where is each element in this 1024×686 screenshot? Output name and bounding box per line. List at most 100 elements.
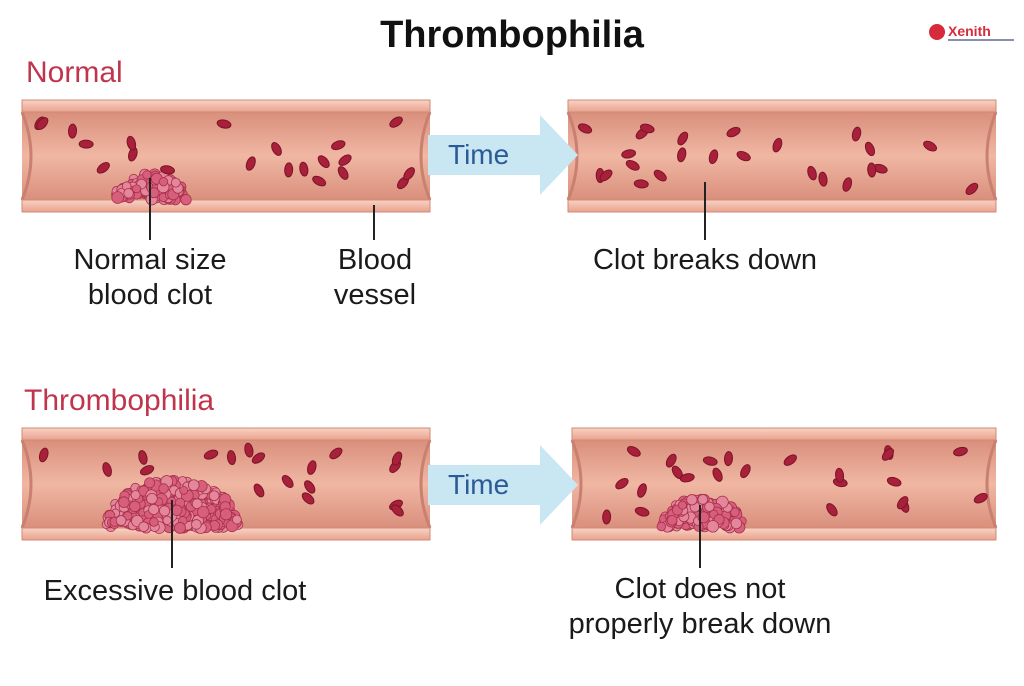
red-blood-cell xyxy=(244,442,254,458)
red-blood-cell xyxy=(301,492,315,505)
red-blood-cell xyxy=(637,483,647,498)
red-blood-cell xyxy=(851,126,862,142)
red-blood-cell xyxy=(835,467,845,483)
red-blood-cell xyxy=(306,460,317,475)
red-blood-cell xyxy=(203,449,219,460)
pointer-lines xyxy=(149,178,706,568)
red-blood-cell xyxy=(634,506,650,517)
red-blood-cell xyxy=(317,155,330,169)
section-heading-normal: Normal xyxy=(26,56,123,89)
red-blood-cell xyxy=(36,117,49,130)
red-blood-cell xyxy=(102,462,112,477)
red-blood-cell xyxy=(403,167,415,181)
red-blood-cell xyxy=(68,123,78,139)
label-blood-vessel: Blood vessel xyxy=(300,243,450,313)
red-blood-cell xyxy=(772,137,783,153)
time-arrow-bottom xyxy=(428,445,578,525)
red-blood-cell xyxy=(923,140,938,152)
red-blood-cell xyxy=(160,165,175,175)
red-blood-cell xyxy=(615,477,629,490)
red-blood-cell xyxy=(338,154,352,166)
red-blood-cell xyxy=(965,182,979,195)
vessel-thrombophilia-before xyxy=(20,427,432,541)
red-blood-cell xyxy=(621,149,637,159)
label-clot-not-break-down: Clot does not properly break down xyxy=(540,572,860,642)
label-line: blood clot xyxy=(87,279,213,311)
red-blood-cell xyxy=(216,119,232,129)
red-blood-cell xyxy=(740,464,751,479)
red-blood-cell xyxy=(653,169,667,182)
vessel-normal-before xyxy=(20,99,432,213)
red-blood-cell xyxy=(577,123,593,134)
section-heading-thrombophilia: Thrombophilia xyxy=(24,384,215,417)
label-line: Clot does not xyxy=(614,573,786,605)
red-blood-cell xyxy=(602,509,612,525)
red-blood-cell xyxy=(665,453,677,468)
red-blood-cell xyxy=(331,140,346,151)
red-blood-cell xyxy=(389,116,403,128)
blood-clot xyxy=(656,493,747,534)
red-blood-cell xyxy=(867,162,877,178)
blood-clot xyxy=(111,168,192,206)
page-title: Thrombophilia xyxy=(380,14,644,56)
red-blood-cell xyxy=(818,171,828,187)
red-blood-cell xyxy=(736,150,751,162)
red-blood-cell xyxy=(138,450,148,465)
red-blood-cell xyxy=(783,454,797,466)
red-blood-cell xyxy=(251,452,266,464)
red-blood-cell xyxy=(329,447,343,460)
label-line: properly break down xyxy=(568,608,832,640)
red-blood-cell xyxy=(842,177,853,192)
red-blood-cell xyxy=(253,483,265,498)
vessel-thrombophilia-after xyxy=(570,427,998,541)
vessel-normal-after xyxy=(566,99,998,213)
label-line: Normal size xyxy=(73,244,227,276)
red-blood-cell xyxy=(953,446,968,457)
red-blood-cell xyxy=(312,175,327,187)
red-blood-cell xyxy=(38,447,49,463)
red-blood-cell xyxy=(973,492,988,504)
label-line: Blood xyxy=(337,244,413,276)
red-blood-cell xyxy=(139,465,155,476)
red-blood-cell xyxy=(677,131,689,146)
label-clot-breaks-down: Clot breaks down xyxy=(592,244,818,276)
red-blood-cell xyxy=(245,156,256,171)
red-blood-cell xyxy=(284,162,294,178)
label-normal-clot: Normal size blood clot xyxy=(40,243,260,313)
red-blood-cell xyxy=(78,139,94,149)
red-blood-cell xyxy=(626,446,641,457)
red-blood-cell xyxy=(96,162,110,174)
red-blood-cell xyxy=(304,480,316,494)
red-blood-cell xyxy=(299,161,309,177)
time-arrow-top xyxy=(428,115,578,195)
svg-text:Xenith: Xenith xyxy=(948,23,991,39)
red-blood-cell xyxy=(723,451,734,467)
red-blood-cell xyxy=(726,126,741,138)
red-blood-cell xyxy=(702,456,718,466)
red-blood-cell xyxy=(677,147,687,163)
red-blood-cell xyxy=(886,476,902,487)
red-blood-cell xyxy=(599,169,613,182)
red-blood-cell xyxy=(633,179,649,189)
red-blood-cell xyxy=(896,496,909,510)
label-excessive-clot: Excessive blood clot xyxy=(43,575,307,607)
red-blood-cell xyxy=(391,504,404,517)
red-blood-cell xyxy=(625,159,640,171)
label-line: vessel xyxy=(333,279,417,311)
red-blood-cell xyxy=(826,503,838,517)
red-blood-cell xyxy=(864,141,876,157)
red-blood-cell xyxy=(881,448,895,461)
time-label-top: Time xyxy=(448,139,510,170)
red-blood-cell xyxy=(639,123,655,134)
brand-logo: Xenith xyxy=(928,20,1018,46)
red-blood-cell xyxy=(271,142,282,156)
red-blood-cell xyxy=(226,450,237,466)
red-blood-cell xyxy=(391,451,403,466)
red-blood-cell xyxy=(281,475,294,488)
blood-clot xyxy=(101,474,244,534)
red-blood-cell xyxy=(126,135,137,151)
red-blood-cell xyxy=(708,149,719,165)
red-blood-cell xyxy=(679,473,695,483)
red-blood-cell xyxy=(807,165,817,181)
